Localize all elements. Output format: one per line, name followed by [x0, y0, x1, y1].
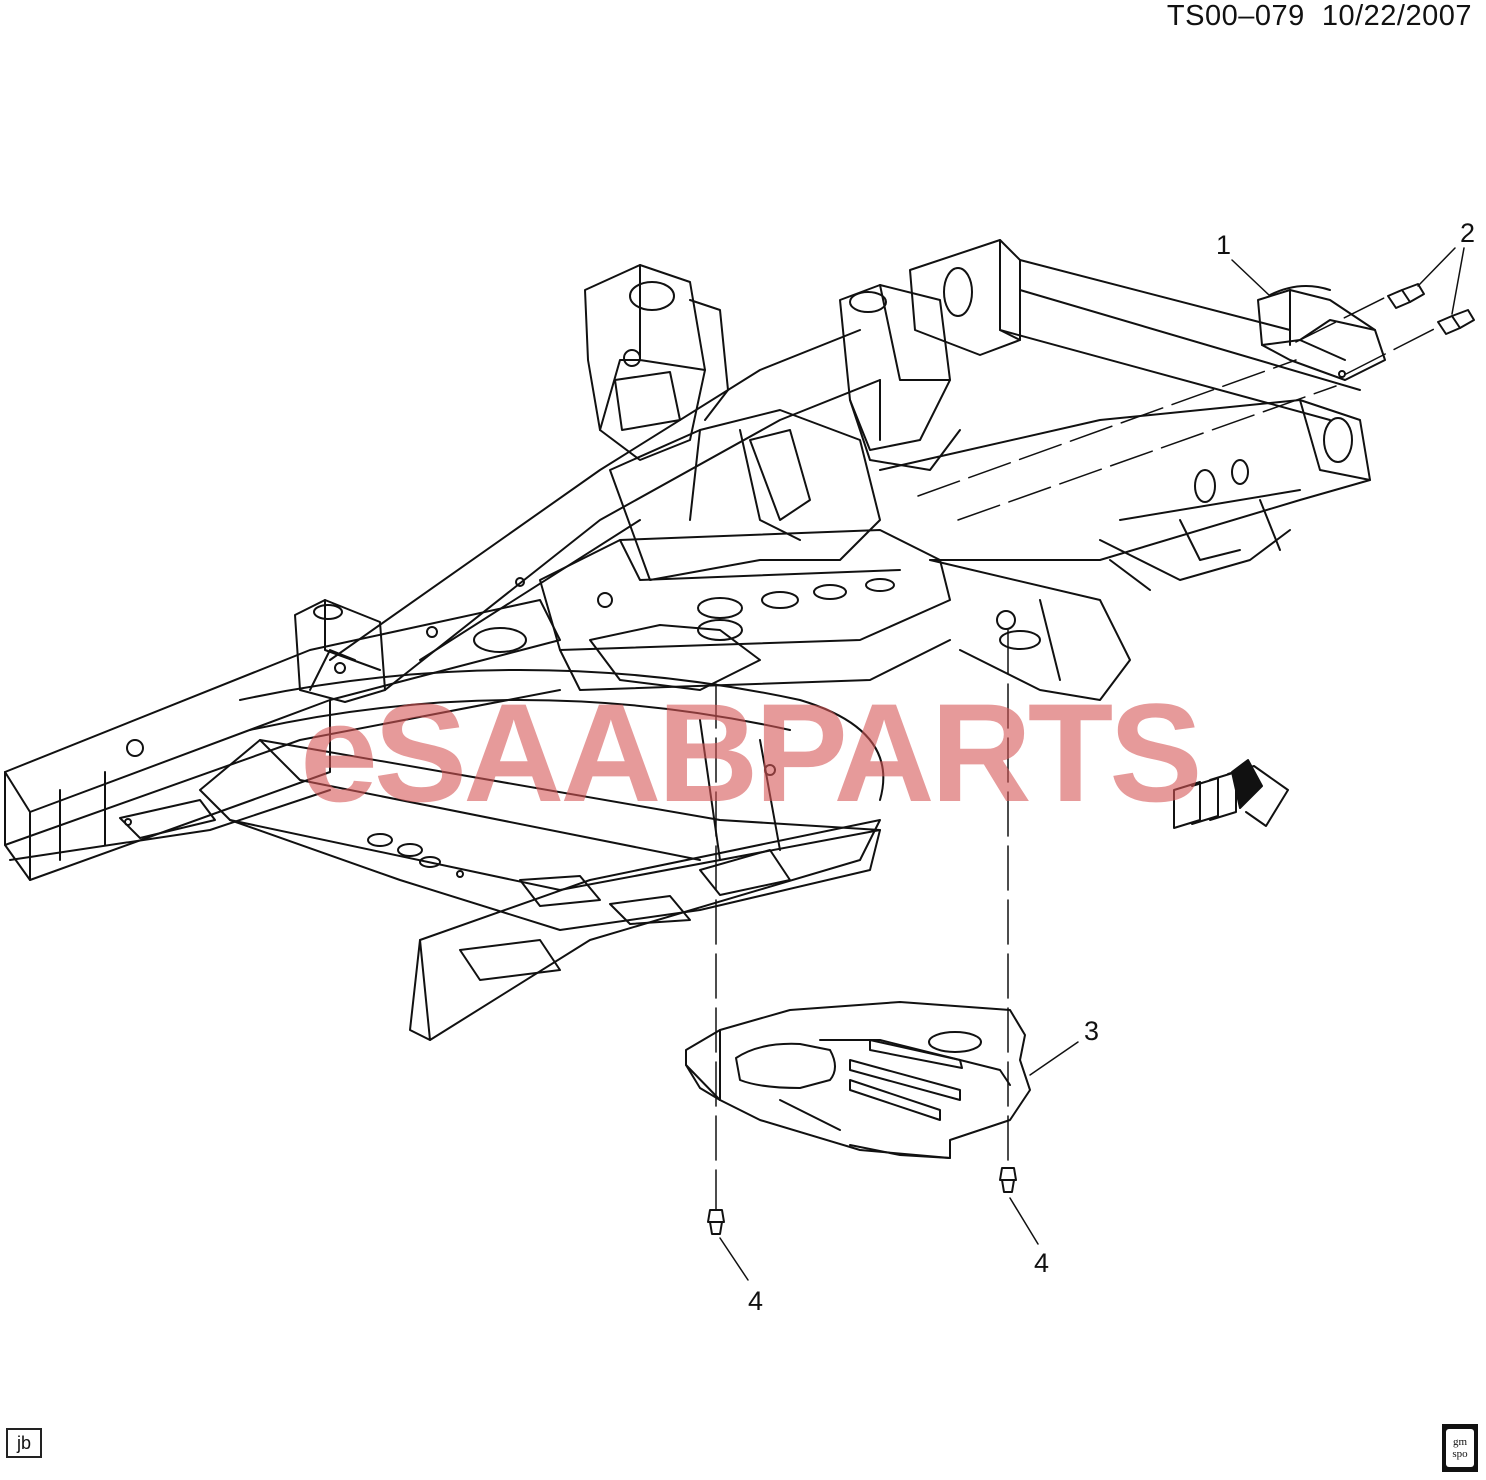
logo-line-2: spo: [1452, 1448, 1468, 1460]
document-id: TS00–079 10/22/2007: [1166, 0, 1472, 32]
bolt-icon: [1387, 283, 1475, 335]
callout-1: 1: [1216, 230, 1232, 260]
frame-assembly-icon: [4, 239, 1371, 1041]
callout-4-right: 4: [1034, 1248, 1050, 1278]
gm-spo-logo-icon: gm spo: [1442, 1424, 1478, 1472]
logo-line-1: gm: [1452, 1436, 1468, 1448]
front-direction-arrow-icon: [1173, 759, 1289, 829]
callout-4-left: 4: [748, 1286, 764, 1316]
leader-lines: [719, 247, 1465, 1281]
callout-3: 3: [1084, 1016, 1100, 1046]
skid-plate-icon: [685, 1001, 1031, 1159]
author-tag: jb: [6, 1428, 42, 1458]
callout-2: 2: [1460, 218, 1476, 248]
bolt-icon: [707, 1167, 1017, 1235]
gm-spo-logo-inner: gm spo: [1446, 1429, 1474, 1467]
assembly-lines: [715, 295, 1441, 1211]
bracket-icon: [1257, 285, 1386, 381]
